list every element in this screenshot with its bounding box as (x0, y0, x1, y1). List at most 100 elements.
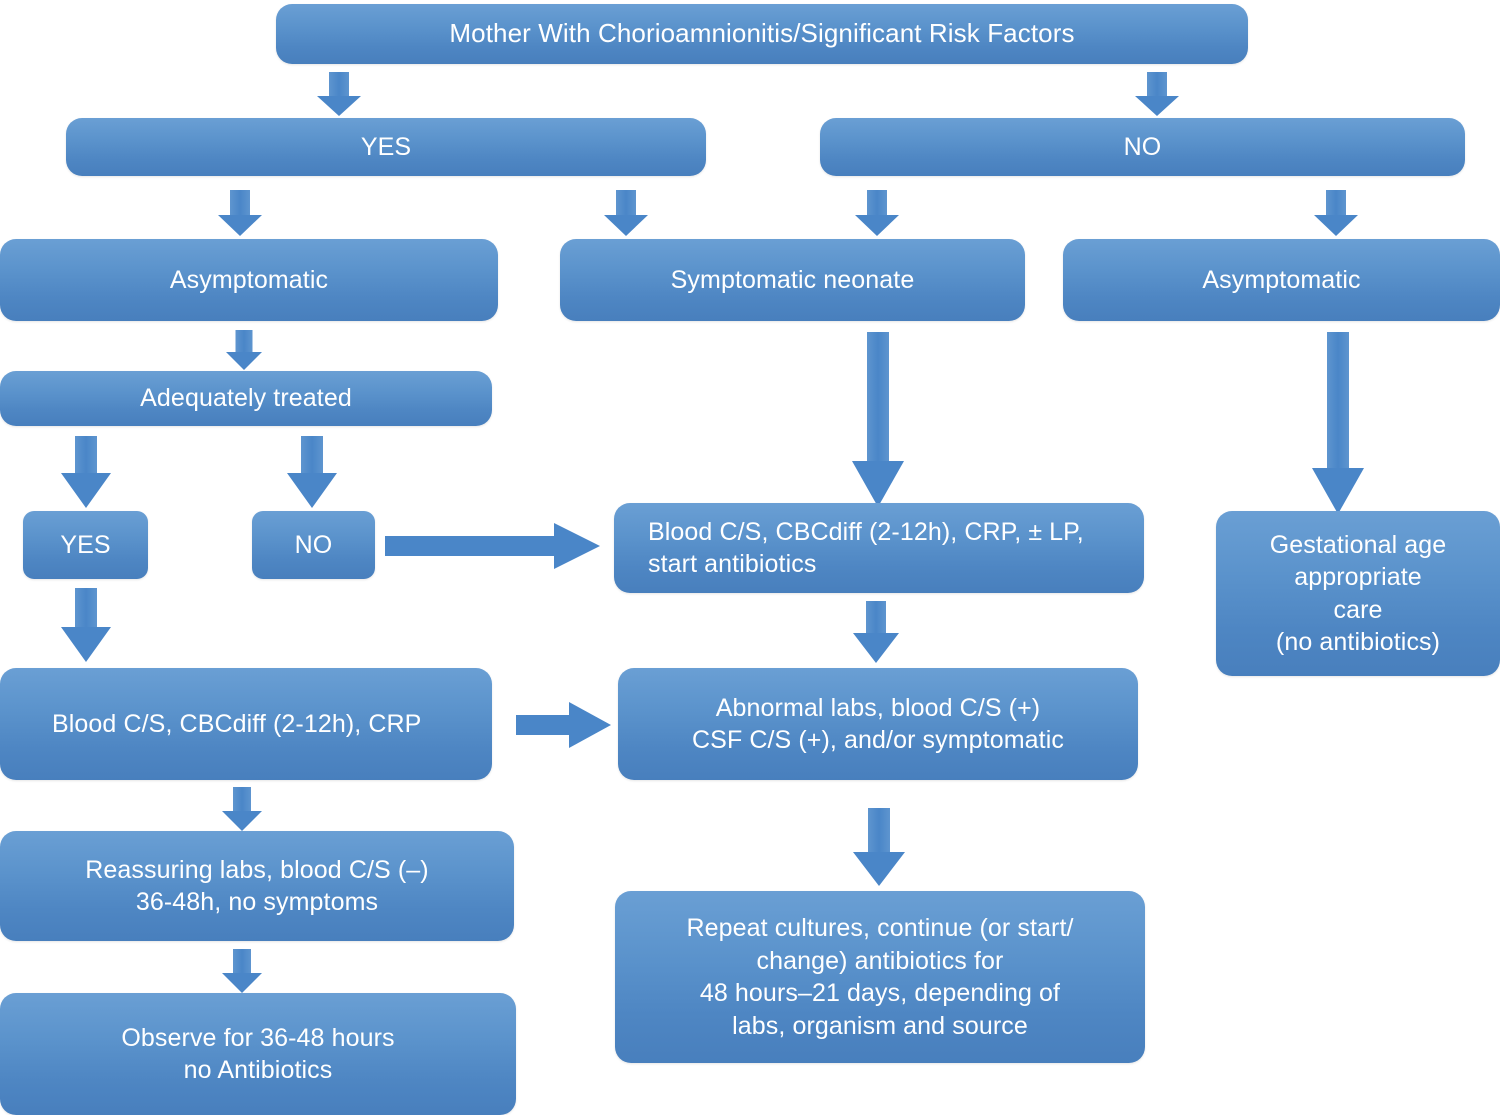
node-label-line1: Abnormal labs, blood C/S (+) (715, 693, 1041, 722)
arrow-head (222, 811, 262, 831)
node-treated-yes: YES (23, 511, 148, 579)
node-yes-branch: YES (66, 118, 706, 176)
connector-root-to-yes (317, 72, 361, 116)
arrow-head (855, 215, 899, 236)
node-label-line1: Blood C/S, CBCdiff (2-12h), CRP, ± LP, (648, 517, 1084, 546)
node-label: NO (294, 530, 333, 559)
node-abnormal-labs: Abnormal labs, blood C/S (+) CSF C/S (+),… (618, 668, 1138, 780)
arrow-stem (1326, 190, 1346, 217)
node-mother-risk-factors: Mother With Chorioamnionitis/Significant… (276, 4, 1248, 64)
arrow-stem (867, 332, 889, 462)
node-label-line1: Gestational age (1269, 530, 1447, 559)
arrow-stem (1327, 332, 1349, 469)
connector-no-to-symptomatic-neonate (855, 190, 899, 236)
node-label: NO (1123, 132, 1162, 161)
arrow-stem (385, 536, 555, 556)
arrow-head (1135, 96, 1179, 116)
node-label-line3: care (1333, 595, 1383, 624)
node-label-line4: labs, organism and source (732, 1011, 1028, 1040)
connector-abnormal-labs-to-repeat-cultures (853, 808, 905, 886)
node-label: Blood C/S, CBCdiff (2-12h), CRP (52, 709, 422, 738)
connector-workup-full-to-abnormal-labs (853, 601, 899, 663)
node-label-line2: appropriate (1294, 563, 1422, 591)
arrow-head (852, 461, 904, 507)
node-label-line3: 48 hours–21 days, depending of (699, 979, 1061, 1007)
connector-asymptomatic-right-to-gestational-care (1312, 332, 1364, 514)
node-label-line4: (no antibiotics) (1275, 628, 1441, 656)
node-label-line2: start antibiotics (648, 550, 817, 578)
node-asymptomatic-left: Asymptomatic (0, 239, 498, 321)
arrow-head (222, 973, 262, 993)
arrow-stem (235, 330, 253, 352)
connector-yes-to-asymptomatic-left (218, 190, 262, 236)
connector-symptomatic-neonate-to-workup-full (852, 332, 904, 507)
arrow-head (569, 702, 611, 748)
arrow-stem (866, 601, 886, 633)
node-label: Asymptomatic (169, 265, 329, 294)
node-label-line2: change) antibiotics for (756, 946, 1004, 975)
node-treated-no: NO (252, 511, 375, 579)
node-label: Symptomatic neonate (670, 265, 915, 294)
node-label: Blood C/S, CBCdiff (2-12h), CRP, ± LP, st… (648, 516, 1134, 581)
connector-root-to-no (1135, 72, 1179, 116)
arrow-head (226, 352, 262, 370)
node-label: Abnormal labs, blood C/S (+) CSF C/S (+),… (628, 692, 1128, 757)
connector-adequately-treated-to-yes (60, 436, 112, 508)
arrow-stem (230, 190, 250, 217)
node-asymptomatic-right: Asymptomatic (1063, 239, 1500, 321)
connector-no-to-asymptomatic-right (1314, 190, 1358, 236)
arrow-stem (233, 949, 251, 973)
node-label-line2: 36-48h, no symptoms (135, 888, 379, 916)
arrow-stem (868, 808, 890, 852)
connector-no-to-workup-full (385, 523, 600, 569)
node-reassuring-labs: Reassuring labs, blood C/S (–) 36-48h, no… (0, 831, 514, 941)
node-workup-basic: Blood C/S, CBCdiff (2-12h), CRP (0, 668, 492, 780)
node-label: Mother With Chorioamnionitis/Significant… (449, 18, 1075, 49)
arrow-head (853, 852, 905, 886)
node-workup-full: Blood C/S, CBCdiff (2-12h), CRP, ± LP, st… (614, 503, 1144, 593)
connector-yes-to-symptomatic-neonate (604, 190, 648, 236)
arrow-head (317, 96, 361, 116)
arrow-head (554, 523, 600, 569)
arrow-head (853, 633, 899, 663)
arrow-head (287, 473, 337, 508)
node-label: Gestational age appropriate care (no antibi… (1226, 529, 1490, 659)
arrow-stem (233, 787, 251, 811)
arrow-stem (616, 190, 636, 217)
arrow-head (1314, 215, 1358, 236)
node-label-line1: Reassuring labs, blood C/S (–) (85, 855, 429, 884)
arrow-head (218, 215, 262, 236)
node-symptomatic-neonate: Symptomatic neonate (560, 239, 1025, 321)
node-label-line1: Repeat cultures, continue (or start/ (686, 914, 1074, 942)
node-label: Repeat cultures, continue (or start/chan… (625, 912, 1135, 1042)
connector-reassuring-to-observe (222, 949, 262, 993)
node-no-branch: NO (820, 118, 1465, 176)
arrow-stem (867, 190, 887, 217)
node-label-line2: no Antibiotics (183, 1056, 333, 1084)
connector-asymptomatic-left-to-adequately-treated (226, 330, 262, 370)
node-label: YES (360, 132, 412, 161)
node-label-line2: CSF C/S (+), and/or symptomatic (692, 726, 1064, 754)
arrow-stem (516, 715, 571, 735)
node-repeat-cultures: Repeat cultures, continue (or start/chan… (615, 891, 1145, 1063)
arrow-head (61, 473, 111, 508)
node-label: Reassuring labs, blood C/S (–) 36-48h, no… (10, 854, 504, 919)
connector-treated-yes-to-workup-basic (60, 588, 112, 662)
connector-workup-basic-to-reassuring (222, 787, 262, 831)
arrow-head (604, 215, 648, 236)
node-gestational-care: Gestational age appropriate care (no antibi… (1216, 511, 1500, 676)
connector-adequately-treated-to-no (286, 436, 338, 508)
arrow-head (61, 627, 111, 662)
node-label: YES (60, 530, 111, 559)
arrow-head (1312, 468, 1364, 514)
arrow-stem (329, 72, 349, 98)
arrow-stem (1147, 72, 1167, 98)
connector-workup-basic-to-abnormal-labs (516, 702, 611, 748)
arrow-stem (75, 436, 97, 474)
node-label: Adequately treated (140, 384, 352, 413)
node-adequately-treated: Adequately treated (0, 371, 492, 426)
arrow-stem (301, 436, 323, 474)
